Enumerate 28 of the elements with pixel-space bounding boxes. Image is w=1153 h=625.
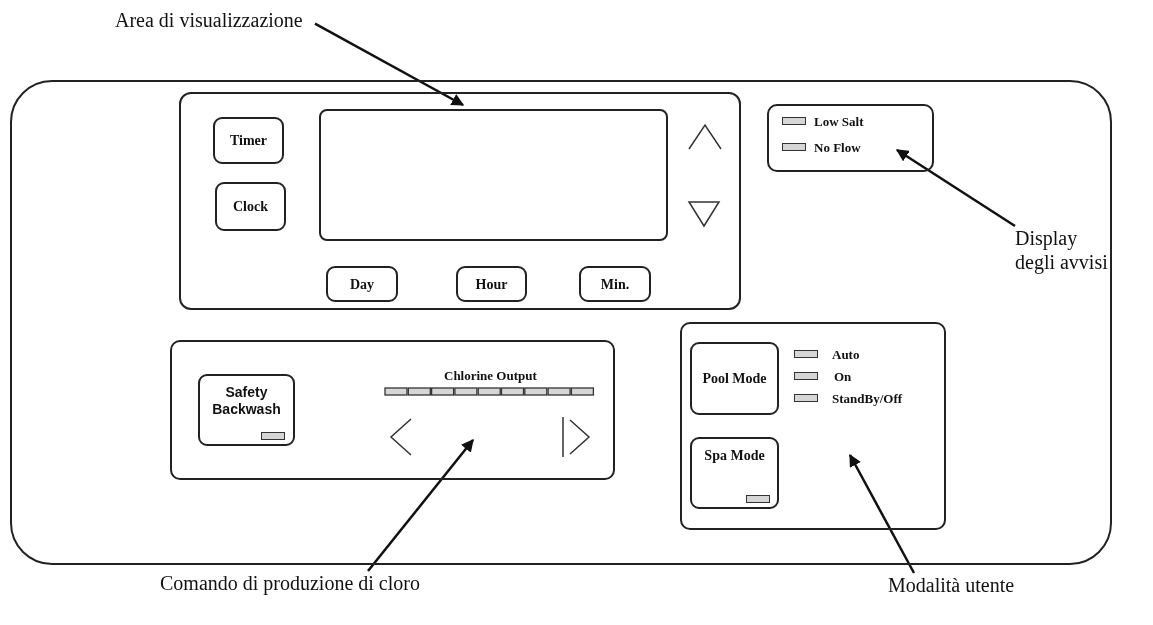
chlorine-panel (170, 340, 615, 480)
control-button: Spa Mode (690, 437, 779, 509)
control-button: Timer (213, 117, 284, 164)
indicator-label: Low Salt (814, 114, 864, 130)
callout-label: Area di visualizzazione (115, 8, 315, 34)
control-panel-housing (10, 80, 1112, 565)
control-button: Safety Backwash (198, 374, 295, 446)
callout-label: Modalità utente (888, 573, 1088, 599)
timer-panel (179, 92, 741, 310)
display-screen (319, 109, 668, 241)
leader-arrow (895, 148, 1016, 228)
warning-panel (767, 104, 934, 172)
control-button: Clock (215, 182, 286, 231)
control-button: Pool Mode (690, 342, 779, 415)
indicator-label: StandBy/Off (832, 391, 903, 407)
callout-label: Display degli avvisi (1015, 226, 1119, 280)
callout-label: Comando di produzione di cloro (160, 571, 480, 597)
indicator-label: No Flow (814, 140, 861, 156)
mode-panel (680, 322, 946, 530)
indicator-label: On (834, 369, 852, 385)
indicator-label: Auto (832, 347, 860, 363)
panel-heading: Chlorine Output (444, 368, 537, 384)
leader-arrow (314, 22, 465, 107)
control-button: Min. (579, 266, 651, 302)
control-button: Day (326, 266, 398, 302)
control-button: Hour (456, 266, 527, 302)
leader-arrow (367, 439, 474, 572)
leader-arrow (848, 453, 916, 574)
